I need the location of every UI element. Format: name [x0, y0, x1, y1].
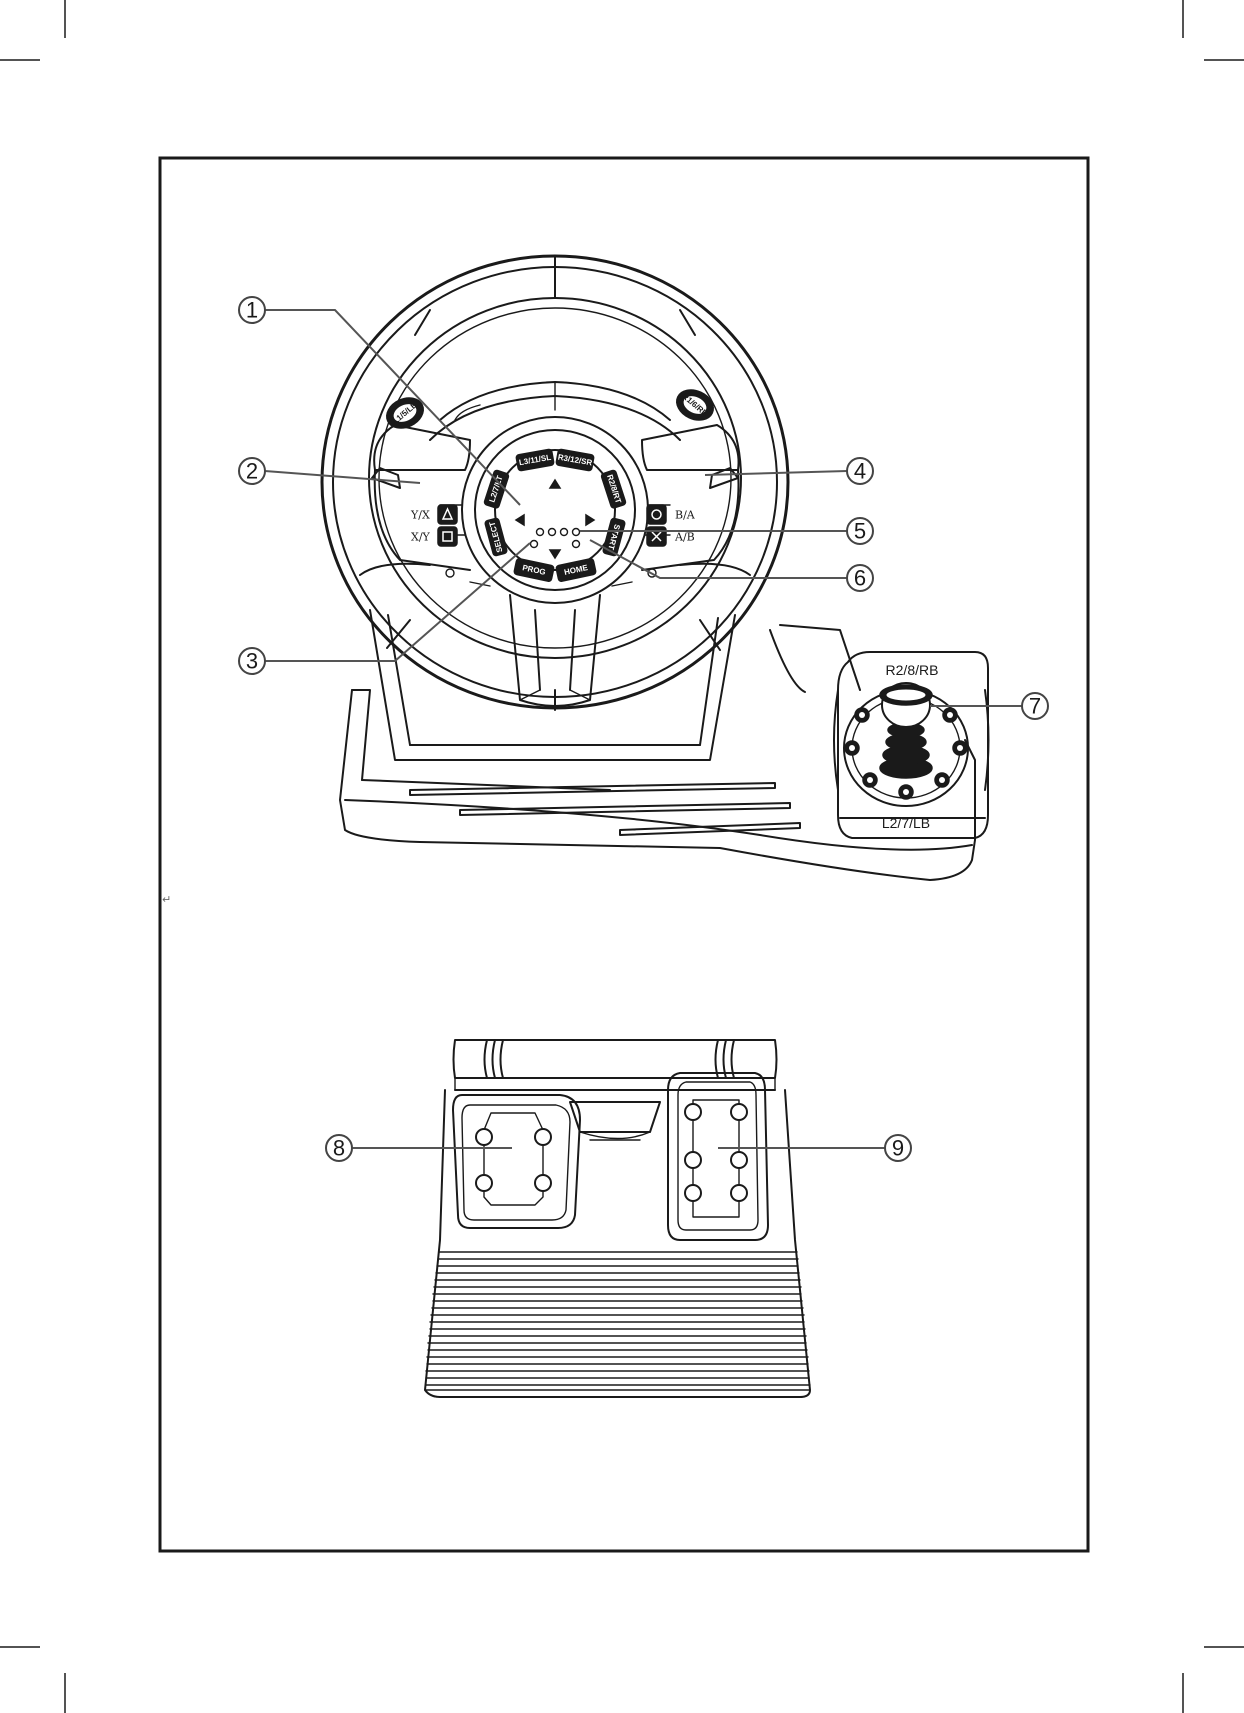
- callout-2: 2: [239, 458, 265, 484]
- callouts: 1 2 3 4 5 6: [239, 297, 1048, 1161]
- callout-9: 9: [885, 1135, 911, 1161]
- svg-text:2: 2: [246, 459, 258, 484]
- callout-8: 8: [326, 1135, 352, 1161]
- svg-text:8: 8: [333, 1136, 345, 1161]
- svg-text:4: 4: [854, 459, 866, 484]
- svg-text:9: 9: [892, 1136, 904, 1161]
- svg-text:3: 3: [246, 649, 258, 674]
- a-b-label: A/B: [674, 531, 695, 544]
- steering-wheel: L1/5/LB R1/6/RB L3/11/SL R3/12/SR L2/7/L…: [322, 256, 975, 880]
- svg-text:5: 5: [854, 519, 866, 544]
- circle-button[interactable]: [647, 505, 666, 524]
- callout-3: 3: [239, 648, 265, 674]
- svg-text:7: 7: [1029, 694, 1041, 719]
- pedal-ribs: [426, 1252, 810, 1385]
- callout-7: 7: [1022, 693, 1048, 719]
- square-button[interactable]: [438, 527, 457, 546]
- pedal-unit: [425, 1040, 810, 1397]
- brake-pedal[interactable]: [453, 1095, 580, 1228]
- x-y-label: X/Y: [411, 531, 431, 544]
- triangle-button[interactable]: [438, 505, 457, 524]
- joystick-top-label: R2/8/RB: [886, 662, 939, 678]
- callout-1: 1: [239, 297, 265, 323]
- svg-text:1: 1: [246, 298, 258, 323]
- callout-6: 6: [847, 565, 873, 591]
- joystick-knob[interactable]: [880, 683, 932, 727]
- svg-text:6: 6: [854, 566, 866, 591]
- return-mark: ↵: [162, 893, 171, 906]
- callout-4: 4: [847, 458, 873, 484]
- joystick-bottom-label: L2/7/LB: [882, 815, 930, 831]
- b-a-label: B/A: [675, 509, 696, 522]
- y-x-label: Y/X: [410, 509, 430, 522]
- figure-frame: [160, 158, 1088, 1551]
- cross-button[interactable]: [647, 527, 666, 546]
- callout-5: 5: [847, 518, 873, 544]
- r1-button[interactable]: R1/6/RB: [672, 384, 718, 425]
- gas-pedal[interactable]: [668, 1073, 768, 1240]
